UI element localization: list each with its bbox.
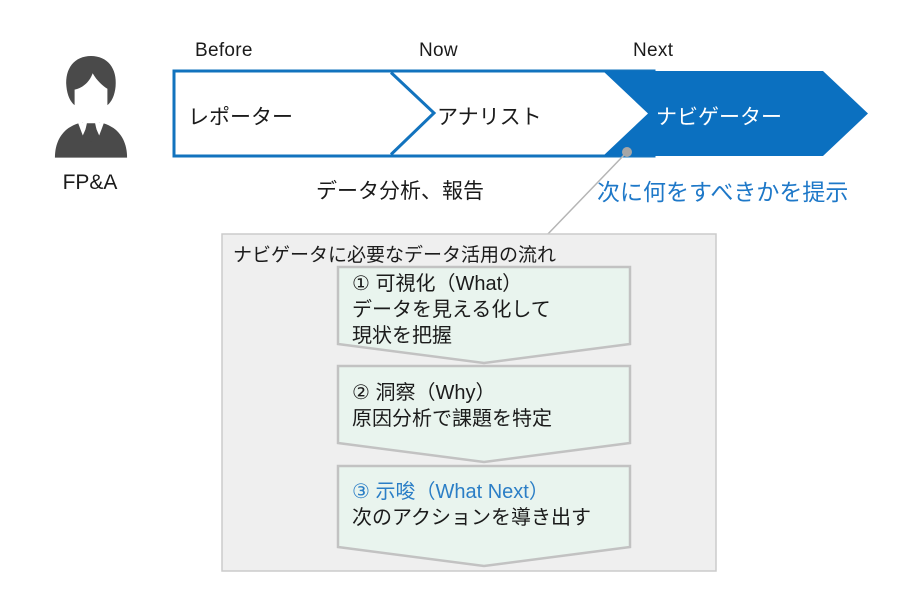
navigator-arrow — [603, 71, 868, 156]
businessman-icon — [54, 55, 128, 158]
step1-heading: ① 可視化（What） — [352, 273, 523, 295]
stage-role-reporter: レポーター — [188, 106, 293, 129]
step3-shape — [336, 464, 632, 568]
step2-line1: 原因分析で課題を特定 — [352, 408, 552, 430]
period-label-next: Next — [633, 40, 674, 61]
period-label-before: Before — [195, 40, 253, 61]
step3-text: ③ 示唆（What Next） 次のアクションを導き出す — [352, 479, 591, 531]
caption-next-action: 次に何をすべきかを提示 — [597, 179, 849, 205]
period-label-now: Now — [419, 40, 458, 61]
step1-text: ① 可視化（What） データを見える化して 現状を把握 — [352, 271, 551, 349]
step2-text: ② 洞察（Why） 原因分析で課題を特定 — [352, 380, 552, 432]
stage-role-navigator: ナビゲーター — [656, 106, 782, 129]
connector-dot — [622, 147, 632, 157]
icon-tie — [85, 123, 97, 143]
step2-heading: ② 洞察（Why） — [352, 382, 496, 404]
caption-data-analysis: データ分析、報告 — [316, 180, 484, 203]
stage-separator-chevron — [389, 71, 437, 156]
icon-hair — [66, 55, 116, 106]
step1-line2: 現状を把握 — [352, 325, 452, 347]
connector-line — [545, 153, 626, 237]
persona-label: FP&A — [62, 171, 118, 194]
icon-collar-right — [93, 122, 105, 136]
step1-line1: データを見える化して — [352, 299, 551, 321]
flow-panel-title: ナビゲータに必要なデータ活用の流れ — [233, 245, 557, 266]
step2-shape — [336, 364, 632, 464]
step3-heading: ③ 示唆（What Next） — [352, 481, 549, 503]
step3-line1: 次のアクションを導き出す — [352, 507, 591, 529]
step1-shape — [336, 265, 632, 365]
icon-neck — [82, 100, 100, 125]
stage-role-analyst: アナリスト — [437, 106, 542, 129]
icon-collar-left — [77, 122, 89, 136]
